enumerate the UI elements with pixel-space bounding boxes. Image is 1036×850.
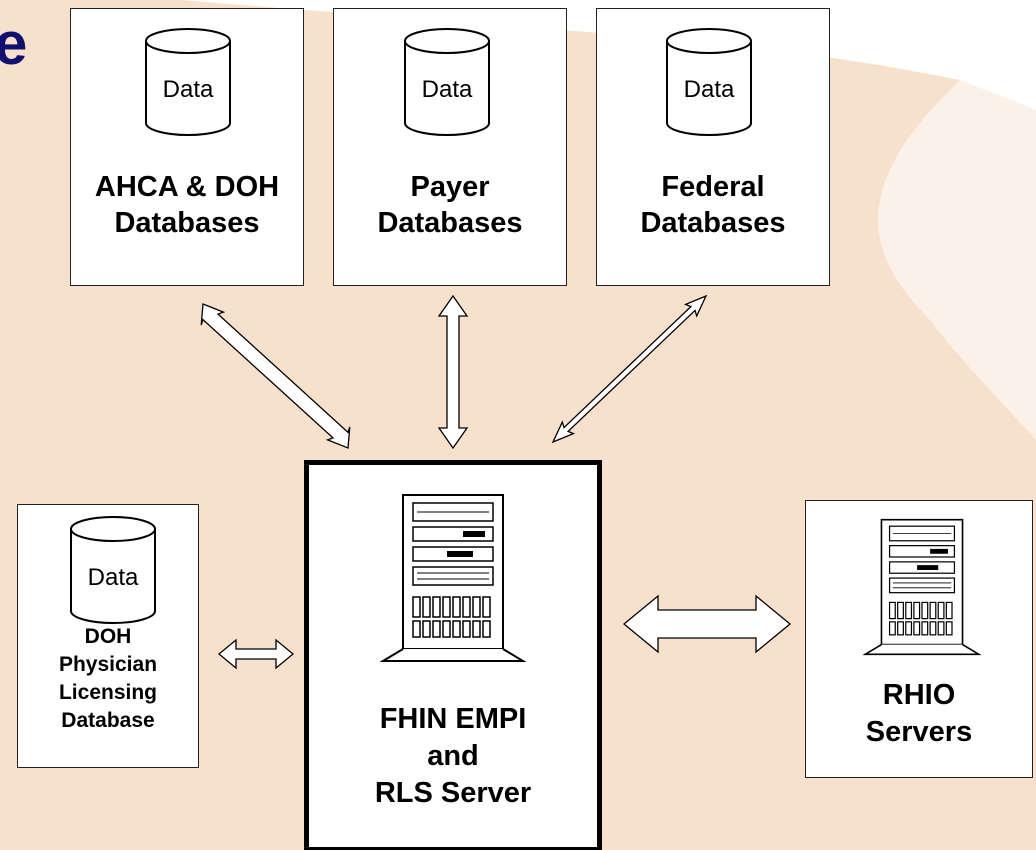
- database-data-label: Data: [422, 76, 473, 103]
- ahca-doh-databases-label: AHCA & DOH Databases: [71, 169, 303, 241]
- ahca-doh-databases-box: Data AHCA & DOH Databases: [70, 8, 304, 286]
- label-line: and: [427, 740, 479, 772]
- database-data-label: Data: [684, 76, 735, 103]
- database-data-label: Data: [163, 76, 214, 103]
- label-line: DOH: [84, 625, 132, 648]
- label-line: RLS Server: [374, 777, 532, 809]
- label-line: Payer: [410, 171, 490, 203]
- rhio-servers-box: RHIO Servers: [805, 500, 1033, 778]
- rhio-servers-label: RHIO Servers: [806, 677, 1032, 751]
- federal-databases-label: Federal Databases: [597, 169, 829, 241]
- fhin-empi-rls-server-label: FHIN EMPI and RLS Server: [309, 701, 597, 812]
- heading-fragment: e: [0, 10, 28, 77]
- label-line: RHIO: [882, 679, 956, 711]
- payer-databases-box: Data Payer Databases: [333, 8, 567, 286]
- label-line: Database: [61, 709, 155, 732]
- doh-physician-licensing-label: DOH Physician Licensing Database: [18, 623, 198, 735]
- label-line: Federal: [661, 171, 765, 203]
- label-line: FHIN EMPI: [379, 703, 527, 735]
- database-icon: Data: [666, 28, 752, 136]
- database-icon: Data: [145, 28, 231, 136]
- label-line: Servers: [865, 716, 973, 748]
- label-line: Physician: [58, 653, 158, 676]
- label-line: Databases: [114, 207, 260, 239]
- federal-databases-box: Data Federal Databases: [596, 8, 830, 286]
- server-tower-icon: [862, 518, 982, 656]
- database-icon: Data: [404, 28, 490, 136]
- label-line: Databases: [377, 207, 523, 239]
- label-line: Databases: [640, 207, 786, 239]
- payer-databases-label: Payer Databases: [334, 169, 566, 241]
- fhin-empi-rls-server-box: FHIN EMPI and RLS Server: [304, 460, 602, 850]
- doh-physician-licensing-box: Data DOH Physician Licensing Database: [17, 504, 199, 768]
- label-line: Licensing: [58, 681, 158, 704]
- database-icon: Data: [70, 516, 156, 624]
- database-data-label: Data: [88, 564, 139, 591]
- server-tower-icon: [379, 494, 527, 662]
- label-line: AHCA & DOH: [94, 171, 280, 203]
